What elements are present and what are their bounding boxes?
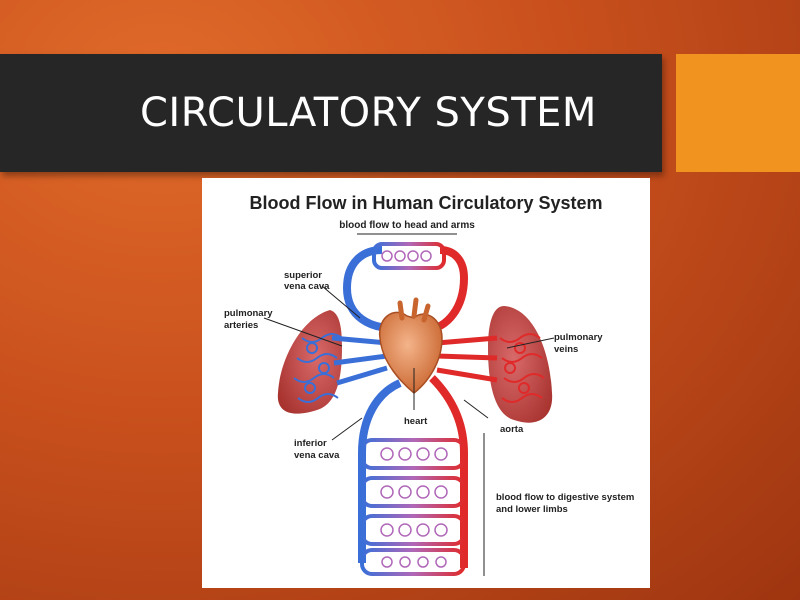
- label-aorta: aorta: [500, 424, 524, 435]
- title-bar: CIRCULATORY SYSTEM: [0, 54, 662, 172]
- label-pulm-vein-2: veins: [554, 344, 578, 355]
- diagram-title: Blood Flow in Human Circulatory System: [249, 193, 602, 213]
- right-lung: [488, 306, 553, 423]
- right-lung-vessels: [499, 333, 545, 403]
- label-head-arms: blood flow to head and arms: [339, 220, 475, 231]
- diagram-panel: Blood Flow in Human Circulatory System b…: [202, 178, 650, 588]
- accent-block: [676, 54, 800, 172]
- label-heart: heart: [404, 416, 428, 427]
- aorta-upper: [426, 246, 469, 334]
- label-digestive-1: blood flow to digestive system: [496, 492, 634, 503]
- slide-title: CIRCULATORY SYSTEM: [140, 90, 597, 136]
- label-inferior-1: inferior: [294, 438, 327, 449]
- pulmonary-veins: [436, 335, 498, 383]
- label-inferior-2: vena cava: [294, 450, 340, 461]
- lower-capillary-beds: [360, 438, 466, 576]
- label-pulm-art-2: arteries: [224, 320, 258, 331]
- label-pulm-art-1: pulmonary: [224, 308, 273, 319]
- circulatory-diagram: Blood Flow in Human Circulatory System b…: [224, 193, 634, 576]
- label-pulm-vein-1: pulmonary: [554, 332, 603, 343]
- inferior-vena-cava: [358, 379, 402, 563]
- leader-lines: [263, 233, 555, 576]
- label-superior-2: vena cava: [284, 281, 330, 292]
- superior-vena-cava: [342, 246, 393, 332]
- lower-capillary-mesh: [380, 447, 448, 568]
- label-digestive-2: and lower limbs: [496, 504, 568, 515]
- aorta-descending: [429, 375, 468, 568]
- label-superior-1: superior: [284, 270, 322, 281]
- pulmonary-arteries: [331, 335, 388, 386]
- head-capillary-bed: [372, 242, 446, 270]
- left-lung-vessels: [293, 333, 343, 403]
- head-capillary-mesh: [381, 250, 432, 262]
